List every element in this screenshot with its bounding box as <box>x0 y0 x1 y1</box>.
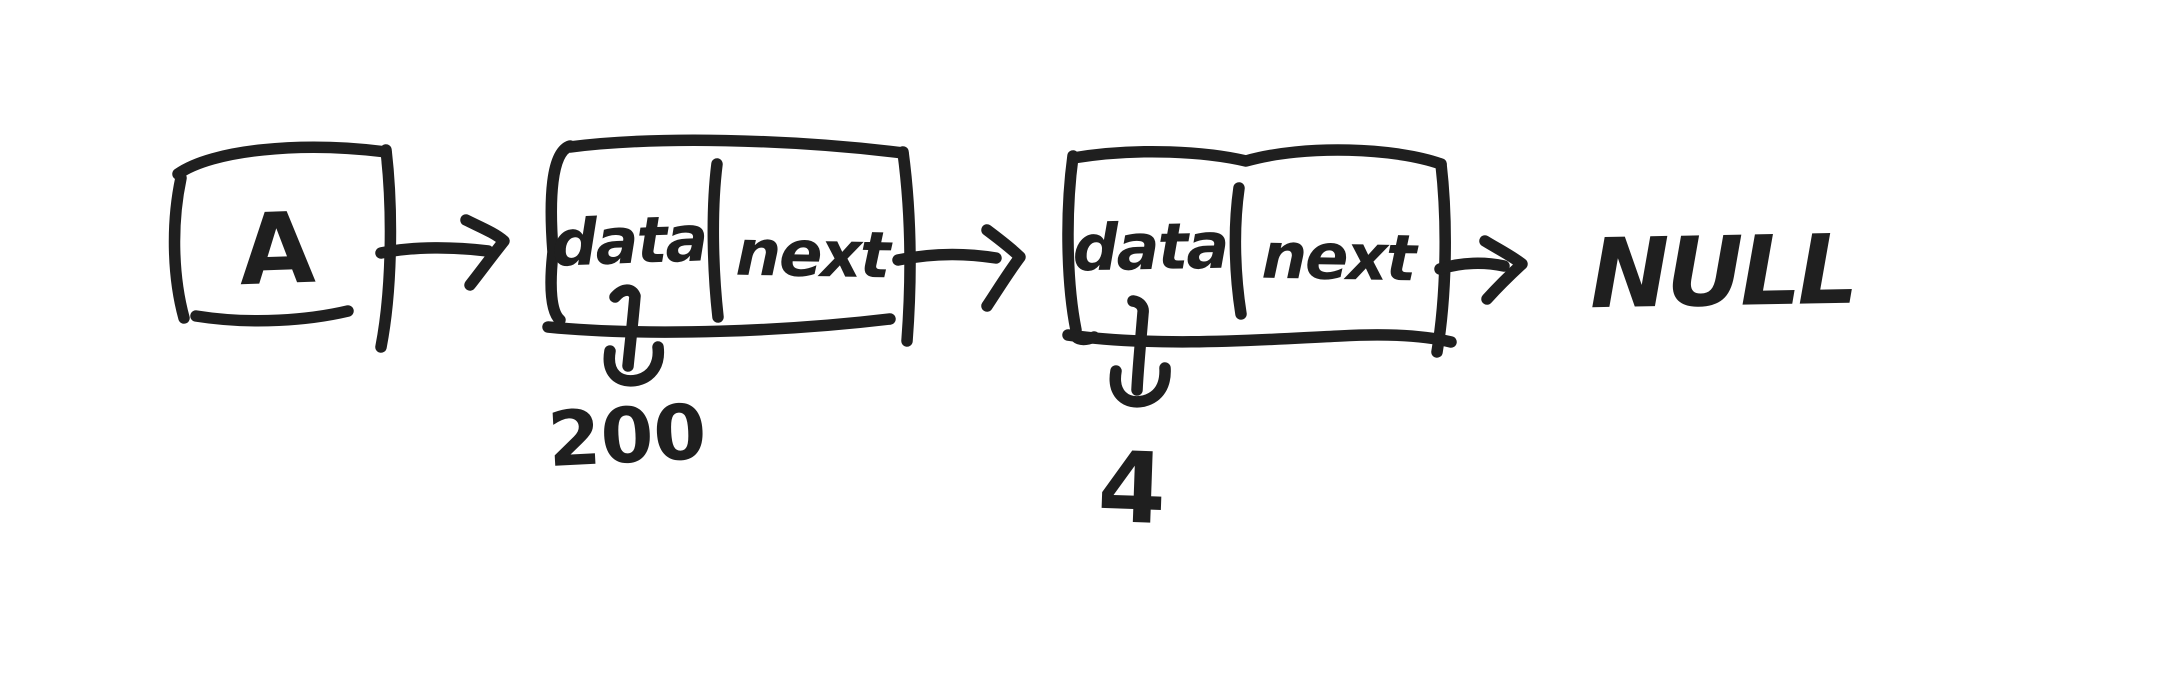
node1-next-cell-label: next <box>734 216 890 294</box>
node2-next-arrow <box>1434 235 1528 305</box>
node2-next-cell-label: next <box>1260 219 1416 297</box>
node2-data-cell-label: data <box>1071 209 1229 287</box>
node1-value-arrow <box>603 284 665 387</box>
node2-data-value: 4 <box>1095 430 1169 548</box>
head-pointer-label: A <box>237 191 317 309</box>
null-terminator-label: NULL <box>1588 213 1856 331</box>
node1-data-cell-label: data <box>550 202 708 282</box>
node2-box-shape <box>1062 144 1457 358</box>
head-next-arrow <box>375 214 510 291</box>
node1-next-arrow <box>892 224 1026 312</box>
node1-box-shape <box>542 134 916 347</box>
node1-data-value: 200 <box>545 386 709 484</box>
node2-value-arrow <box>1109 295 1171 408</box>
